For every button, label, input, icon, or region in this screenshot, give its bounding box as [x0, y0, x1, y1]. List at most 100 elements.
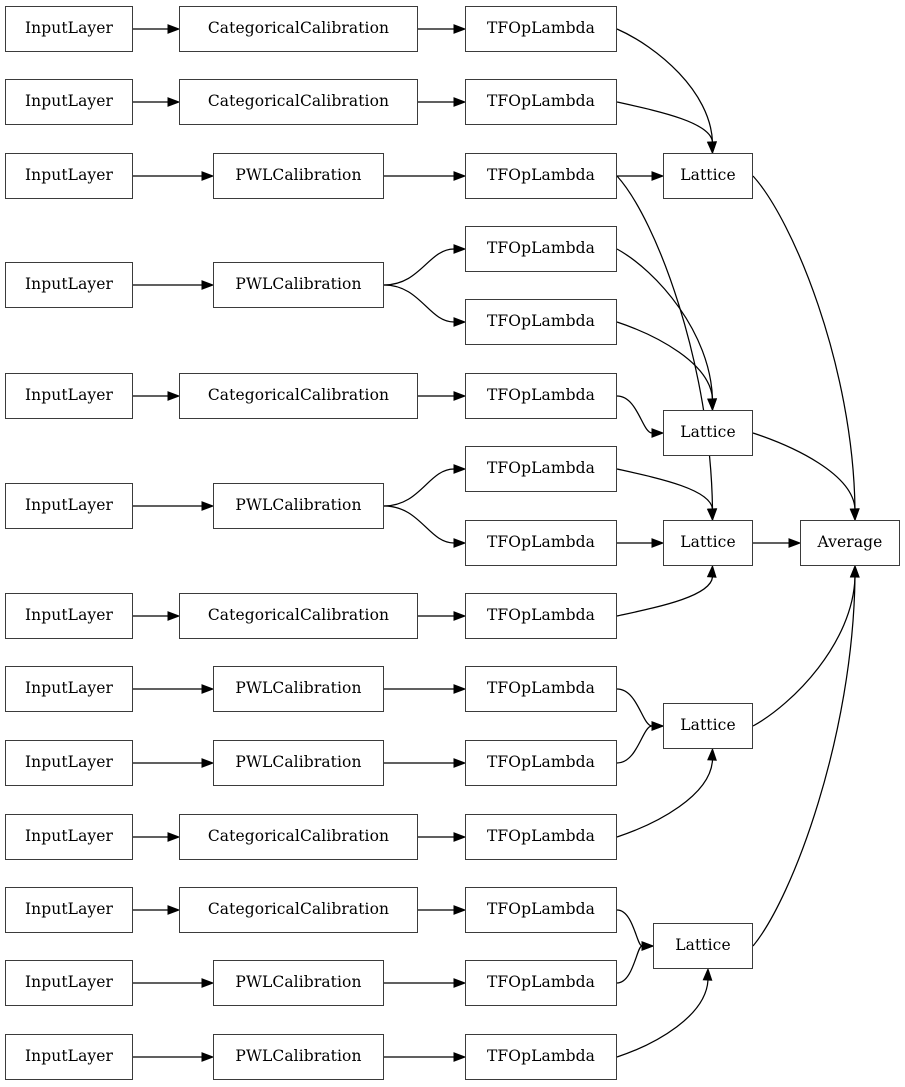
arrow-head — [167, 611, 181, 621]
node-in13[interactable]: InputLayer — [5, 1034, 133, 1080]
node-in9[interactable]: InputLayer — [5, 740, 133, 786]
arrow-head — [201, 171, 215, 181]
node-cal1[interactable]: CategoricalCalibration — [179, 6, 418, 52]
edge-op10-to-lat4 — [616, 688, 653, 727]
arrow-head — [453, 684, 467, 694]
arrow-head — [706, 564, 717, 578]
edge-lat1-to-avg — [752, 175, 856, 510]
arrow-head — [453, 832, 467, 842]
edge-op4-to-lat2 — [616, 248, 714, 400]
node-op8[interactable]: TFOpLambda — [465, 520, 617, 566]
arrow-head — [707, 398, 717, 412]
arrow-head — [707, 141, 718, 155]
arrow-head — [453, 317, 467, 327]
node-op9[interactable]: TFOpLambda — [465, 593, 617, 639]
node-lat5[interactable]: Lattice — [653, 923, 753, 969]
arrow-head — [453, 24, 467, 34]
node-cal7[interactable]: CategoricalCalibration — [179, 593, 418, 639]
node-op15[interactable]: TFOpLambda — [465, 1034, 617, 1080]
node-avg[interactable]: Average — [800, 520, 900, 566]
node-op3[interactable]: TFOpLambda — [465, 153, 617, 199]
arrow-head — [641, 941, 655, 951]
arrow-head — [453, 978, 467, 988]
arrow-head — [167, 97, 181, 107]
edge-op13-to-lat5 — [616, 909, 643, 947]
node-in7[interactable]: InputLayer — [5, 593, 133, 639]
node-cal11[interactable]: CategoricalCalibration — [179, 887, 418, 933]
arrow-head — [453, 391, 467, 401]
node-cal3[interactable]: PWLCalibration — [213, 153, 384, 199]
node-in3[interactable]: InputLayer — [5, 153, 133, 199]
arrow-head — [707, 398, 718, 412]
arrow-head — [702, 967, 713, 981]
arrow-head — [706, 141, 717, 155]
edge-op14-to-lat5 — [616, 945, 643, 984]
node-in12[interactable]: InputLayer — [5, 960, 133, 1006]
node-op12[interactable]: TFOpLambda — [465, 814, 617, 860]
node-op6[interactable]: TFOpLambda — [465, 373, 617, 419]
arrow-head — [453, 758, 467, 768]
node-cal4[interactable]: PWLCalibration — [213, 262, 384, 308]
edge-op1-to-lat1 — [616, 28, 714, 143]
arrow-head — [849, 508, 860, 522]
node-op14[interactable]: TFOpLambda — [465, 960, 617, 1006]
arrow-head — [651, 721, 665, 731]
edge-op11-to-lat4 — [616, 725, 653, 764]
node-cal2[interactable]: CategoricalCalibration — [179, 79, 418, 125]
node-op13[interactable]: TFOpLambda — [465, 887, 617, 933]
arrow-head — [167, 391, 181, 401]
node-op4[interactable]: TFOpLambda — [465, 226, 617, 272]
arrow-head — [641, 941, 655, 951]
edge-lat2-to-avg — [752, 432, 856, 510]
edge-cal4-to-op5 — [383, 284, 455, 323]
edge-lat5-to-avg — [752, 576, 856, 947]
node-in8[interactable]: InputLayer — [5, 666, 133, 712]
node-in1[interactable]: InputLayer — [5, 6, 133, 52]
node-cal12[interactable]: PWLCalibration — [213, 960, 384, 1006]
node-op11[interactable]: TFOpLambda — [465, 740, 617, 786]
arrow-head — [788, 538, 802, 548]
node-in2[interactable]: InputLayer — [5, 79, 133, 125]
edge-op5-to-lat2 — [616, 321, 714, 400]
node-in11[interactable]: InputLayer — [5, 887, 133, 933]
node-lat2[interactable]: Lattice — [663, 410, 753, 456]
node-op7[interactable]: TFOpLambda — [465, 446, 617, 492]
arrow-head — [167, 905, 181, 915]
node-cal13[interactable]: PWLCalibration — [213, 1034, 384, 1080]
arrow-head — [453, 244, 467, 254]
node-op1[interactable]: TFOpLambda — [465, 6, 617, 52]
arrow-head — [453, 464, 467, 474]
node-lat3[interactable]: Lattice — [663, 520, 753, 566]
node-cal8[interactable]: PWLCalibration — [213, 666, 384, 712]
arrow-head — [707, 508, 718, 522]
node-cal5[interactable]: CategoricalCalibration — [179, 373, 418, 419]
node-in4[interactable]: InputLayer — [5, 262, 133, 308]
node-in10[interactable]: InputLayer — [5, 814, 133, 860]
arrow-head — [706, 508, 717, 522]
arrow-head — [849, 564, 860, 578]
arrow-head — [201, 978, 215, 988]
edge-op3-to-lat3 — [616, 175, 714, 510]
node-lat4[interactable]: Lattice — [663, 703, 753, 749]
arrow-head — [201, 758, 215, 768]
node-in6[interactable]: InputLayer — [5, 483, 133, 529]
edge-op7-to-lat3 — [616, 468, 714, 510]
node-op10[interactable]: TFOpLambda — [465, 666, 617, 712]
node-cal9[interactable]: PWLCalibration — [213, 740, 384, 786]
arrow-head — [849, 508, 860, 522]
arrow-head — [167, 24, 181, 34]
node-in5[interactable]: InputLayer — [5, 373, 133, 419]
arrow-head — [651, 721, 665, 731]
node-op2[interactable]: TFOpLambda — [465, 79, 617, 125]
arrow-head — [201, 684, 215, 694]
edge-op6-to-lat2 — [616, 395, 653, 434]
arrow-head — [453, 1052, 467, 1062]
node-cal10[interactable]: CategoricalCalibration — [179, 814, 418, 860]
arrow-head — [849, 564, 860, 578]
edge-op2-to-lat1 — [616, 101, 714, 143]
node-cal6[interactable]: PWLCalibration — [213, 483, 384, 529]
arrow-head — [453, 171, 467, 181]
node-lat1[interactable]: Lattice — [663, 153, 753, 199]
node-op5[interactable]: TFOpLambda — [465, 299, 617, 345]
